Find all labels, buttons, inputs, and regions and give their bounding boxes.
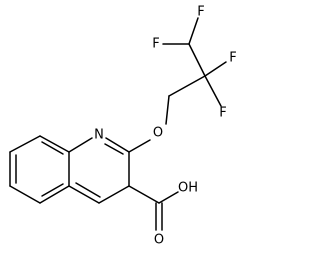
atom-label-fluorine: F <box>219 106 226 121</box>
double-bond-inner <box>41 183 64 197</box>
bond <box>98 185 130 204</box>
atom-label-fluorine: F <box>197 5 204 20</box>
carboxylic-acid-group <box>128 185 179 231</box>
atom-label-nitrogen: N <box>94 128 104 143</box>
double-bond-inner <box>41 141 64 155</box>
bond <box>39 185 70 204</box>
bond <box>168 75 206 97</box>
bond <box>105 137 130 153</box>
double-bond-inner <box>104 143 124 155</box>
atom-label-fluorine: F <box>152 37 159 52</box>
bond <box>9 185 41 204</box>
fluoropropoxy-chain <box>128 17 227 153</box>
bond <box>188 17 199 45</box>
atom-label-hydroxyl: OH <box>178 181 198 196</box>
pyridine-ring <box>68 137 130 204</box>
bond <box>9 135 41 153</box>
double-bond-inner <box>75 182 101 198</box>
bond <box>204 75 222 107</box>
bond <box>188 43 206 77</box>
bond <box>39 135 70 153</box>
bond <box>68 137 93 153</box>
bond <box>204 61 227 77</box>
bond <box>128 185 160 204</box>
bond <box>128 139 151 153</box>
bond <box>68 185 100 204</box>
molecule-structure-diagram: F F F F N O OH O <box>9 5 237 248</box>
benzene-ring <box>9 135 70 204</box>
bond <box>165 95 170 125</box>
atom-label-fluorine: F <box>229 51 236 66</box>
atom-label-carbonyl-oxygen: O <box>154 233 164 248</box>
atom-label-ether-oxygen: O <box>153 126 163 141</box>
bond <box>158 191 179 204</box>
